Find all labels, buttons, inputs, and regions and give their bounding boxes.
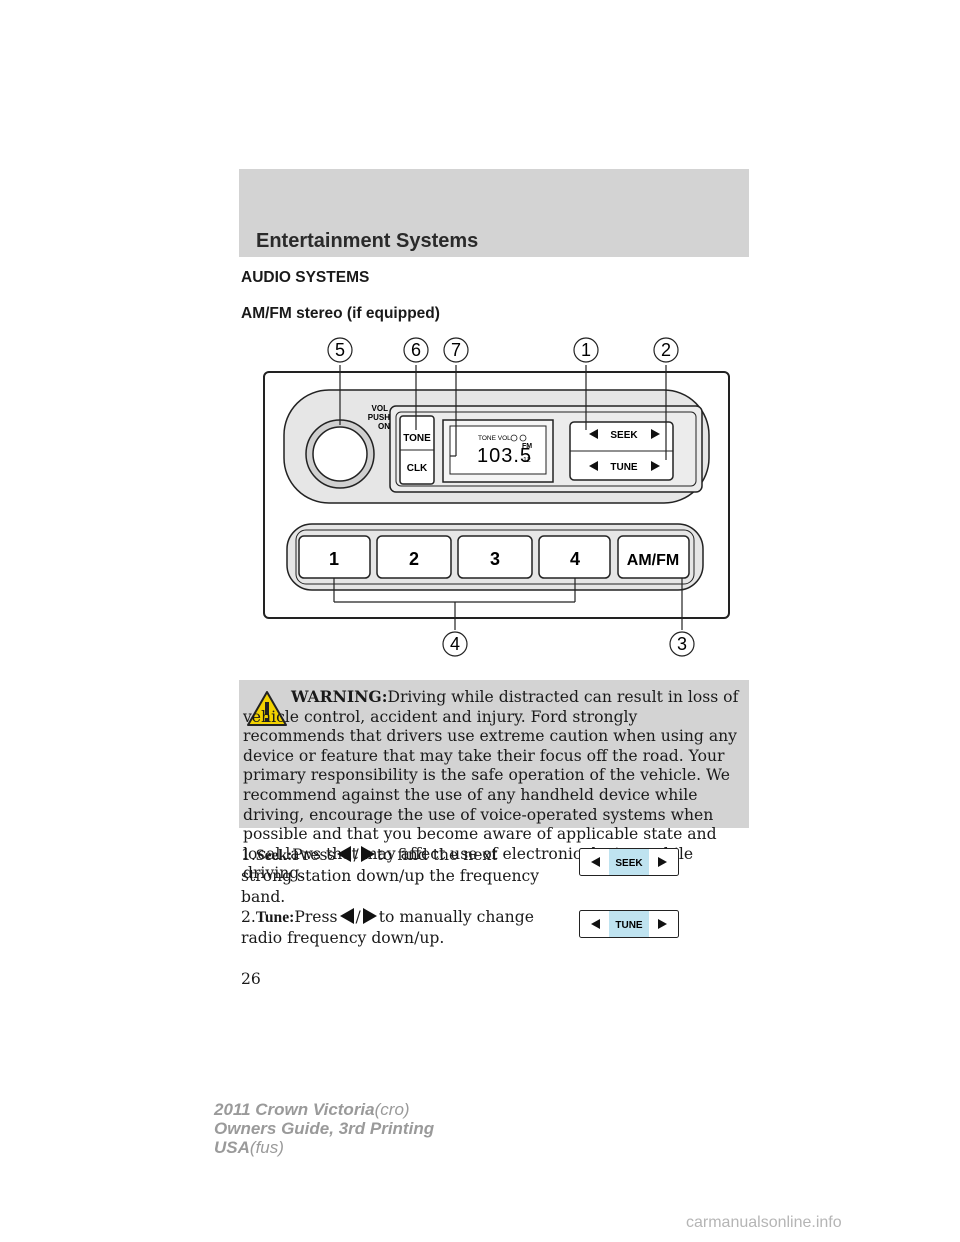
preset-label-2: 2 — [409, 549, 419, 569]
tune-label: TUNE — [610, 462, 638, 473]
item-tune-term: Tune: — [255, 909, 295, 926]
callout-6: 6 — [411, 340, 421, 360]
preset-label-3: 3 — [490, 549, 500, 569]
footer-model-code: (cro) — [374, 1100, 410, 1119]
item-seek-slash: / — [353, 846, 359, 864]
display-band: FM — [522, 443, 532, 450]
callout-5: 5 — [335, 340, 345, 360]
warning-label: WARNING: — [291, 687, 388, 706]
callout-1: 1 — [581, 340, 591, 360]
page-number: 26 — [241, 970, 261, 988]
item-tune-slash: / — [355, 908, 361, 926]
item-seek: 1.Seek:Press /to find the next strong sta… — [241, 845, 541, 908]
amfm-label: AM/FM — [627, 552, 679, 569]
knob-label-push: PUSH — [368, 413, 390, 422]
tune-left-arrow-icon — [591, 919, 600, 929]
warning-text: WARNING:Driving while distracted can res… — [243, 687, 743, 884]
callout-7: 7 — [451, 340, 461, 360]
callout-3: 3 — [677, 634, 687, 654]
display-tone-vol: TONE VOL — [478, 435, 511, 442]
heading-am-fm-stereo: AM/FM stereo (if equipped) — [241, 305, 440, 322]
seek-right-arrow — [651, 429, 660, 439]
seek-button-illustration: SEEK — [579, 848, 679, 876]
right-arrow-icon — [362, 908, 377, 924]
item-tune-press: Press — [294, 908, 338, 926]
radio-faceplate-figure: VOL PUSH ON TONE CLK TONE VOL 103.5 FM 1… — [263, 337, 730, 657]
callout-circle-6 — [403, 337, 429, 363]
preset-button-2 — [376, 535, 452, 579]
item-tune: 2.Tune:Press /to manually change radio fr… — [241, 907, 541, 949]
knob-label-on: ON — [378, 422, 390, 431]
preset-label-4: 4 — [570, 549, 580, 569]
item-seek-number: 1. — [241, 846, 256, 864]
tune-right-arrow — [651, 461, 660, 471]
seek-button-label: SEEK — [615, 858, 643, 869]
tone-label: TONE — [403, 433, 431, 444]
footer-market-code: (fus) — [249, 1138, 284, 1157]
callout-2: 2 — [661, 340, 671, 360]
preset-label-1: 1 — [329, 549, 339, 569]
item-tune-description: to manually change radio frequency down/… — [241, 908, 534, 947]
callout-circle-3 — [669, 631, 695, 657]
footer-model: 2011 Crown Victoria — [214, 1100, 375, 1119]
item-tune-number: 2. — [241, 908, 256, 926]
warning-body: Driving while distracted can result in l… — [243, 688, 739, 883]
item-seek-term: Seek: — [255, 847, 293, 864]
heading-audio-systems: AUDIO SYSTEMS — [241, 269, 370, 286]
clk-label: CLK — [407, 463, 428, 474]
warning-box — [239, 680, 749, 828]
seek-right-arrow-icon — [658, 857, 667, 867]
callout-circle-2 — [653, 337, 679, 363]
preset-button-3 — [457, 535, 533, 579]
seek-left-arrow — [589, 429, 598, 439]
tune-left-arrow — [589, 461, 598, 471]
right-arrow-icon — [360, 846, 375, 862]
header-band — [239, 169, 749, 257]
footer-guide: Owners Guide, 3rd Printing — [214, 1119, 435, 1138]
section-title: Entertainment Systems — [256, 230, 479, 252]
amfm-button — [617, 535, 690, 579]
display-preset: 12 — [523, 457, 531, 464]
callout-circle-5 — [327, 337, 353, 363]
volume-knob — [312, 426, 368, 482]
left-arrow-icon — [337, 846, 352, 862]
callout-4: 4 — [450, 634, 460, 654]
seek-label: SEEK — [610, 430, 638, 441]
callout-circle-4 — [442, 631, 468, 657]
knob-label-vol: VOL — [372, 404, 389, 413]
seek-left-arrow-icon — [591, 857, 600, 867]
footer-market: USA — [214, 1138, 250, 1157]
tune-right-arrow-icon — [658, 919, 667, 929]
watermark: carmanualsonline.info — [686, 1214, 842, 1231]
tune-button-label: TUNE — [615, 920, 643, 931]
item-seek-description: to find the next strong station down/up … — [241, 846, 540, 906]
footer: 2011 Crown Victoria(cro) Owners Guide, 3… — [214, 1100, 434, 1157]
item-seek-press: Press — [292, 846, 336, 864]
warning-triangle-icon — [247, 691, 287, 726]
display-frequency: 103.5 — [477, 445, 532, 467]
tune-button-illustration: TUNE — [579, 910, 679, 938]
callout-circle-1 — [573, 337, 599, 363]
callout-circle-7 — [443, 337, 469, 363]
left-arrow-icon — [339, 908, 354, 924]
